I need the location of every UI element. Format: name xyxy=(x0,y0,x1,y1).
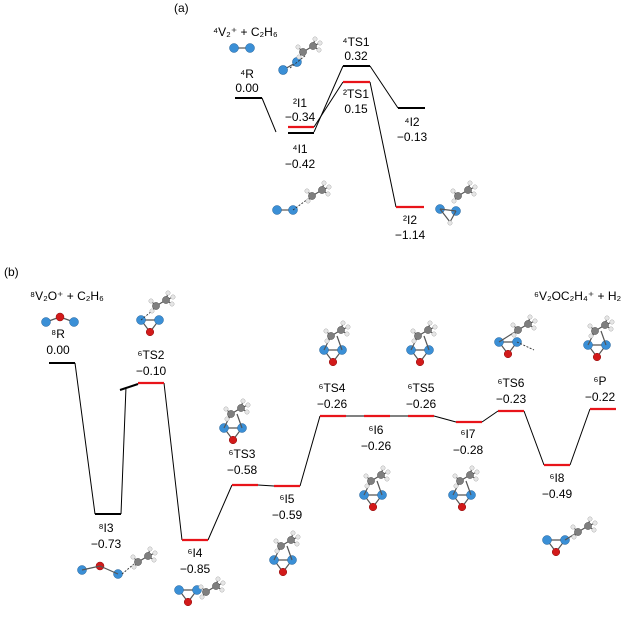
label-2I2-energy: −1.14 xyxy=(395,228,426,242)
molecule-6p xyxy=(584,316,615,361)
molecule-v2-reactant xyxy=(228,42,256,54)
molecule-6i8 xyxy=(541,516,598,557)
label-6P-energy: −0.22 xyxy=(585,390,616,404)
molecule-6ts3 xyxy=(220,399,251,444)
label-6I7-name: ⁶I7 xyxy=(461,427,476,441)
molecule-6i5 xyxy=(270,531,301,576)
label-6TS5-energy: −0.26 xyxy=(406,397,437,411)
label-6I5-energy: −0.59 xyxy=(272,508,303,522)
molecule-2i2 xyxy=(435,180,478,226)
label-4I2-name: ⁴I2 xyxy=(404,115,419,129)
molecule-v2o-reactant xyxy=(40,312,80,328)
panel-a: (a) ⁴V₂⁺ + C₂H₆ xyxy=(174,1,478,242)
panel-a-quartet-path xyxy=(261,65,399,133)
molecule-6ts2 xyxy=(135,290,176,337)
molecule-6ts5 xyxy=(407,321,438,366)
panel-a-label: (a) xyxy=(174,1,189,15)
molecule-6i7 xyxy=(449,466,480,511)
panel-a-reaction-label: ⁴V₂⁺ + C₂H₆ xyxy=(213,25,278,39)
label-8R-name: ⁸R xyxy=(51,327,65,341)
label-2I2-name: ²I2 xyxy=(403,213,417,227)
label-2I1-energy: −0.34 xyxy=(285,110,316,124)
label-6I4-name: ⁶I4 xyxy=(188,546,203,560)
panel-b-reactant-label: ⁸V₂O⁺ + C₂H₆ xyxy=(30,289,104,303)
label-6TS3-energy: −0.58 xyxy=(227,463,258,477)
label-4I2-energy: −0.13 xyxy=(397,130,428,144)
molecule-4ts1 xyxy=(276,36,323,77)
molecule-6i6 xyxy=(360,466,391,511)
molecule-4i1 xyxy=(271,180,332,216)
panel-a-doublet-path xyxy=(313,81,397,208)
label-4I1-energy: −0.42 xyxy=(285,157,316,171)
label-4R-name: ⁴R xyxy=(240,67,254,81)
label-6TS4-energy: −0.26 xyxy=(317,397,348,411)
molecule-8i3 xyxy=(77,546,158,579)
panel-b: (b) ⁸V₂O⁺ + C₂H₆ ⁶V₂OC₂H₄⁺ + H₂ xyxy=(4,265,622,607)
panel-b-product-label: ⁶V₂OC₂H₄⁺ + H₂ xyxy=(534,289,622,303)
label-6TS5-name: ⁶TS5 xyxy=(408,381,435,395)
panel-b-reaction-path xyxy=(74,362,591,541)
molecule-6ts6 xyxy=(493,314,538,359)
label-8I3-energy: −0.73 xyxy=(91,537,122,551)
molecule-6ts4 xyxy=(320,321,351,366)
label-2I1-name: ²I1 xyxy=(293,96,307,110)
label-6TS2-name: ⁶TS2 xyxy=(138,348,165,362)
label-4TS1-name: ⁴TS1 xyxy=(342,35,369,49)
label-6I5-name: ⁶I5 xyxy=(280,492,295,506)
label-6TS3-name: ⁶TS3 xyxy=(229,447,256,461)
label-6TS4-name: ⁶TS4 xyxy=(319,381,346,395)
panel-b-label: (b) xyxy=(4,265,19,279)
label-6TS2-energy: −0.10 xyxy=(136,364,167,378)
label-6I4-energy: −0.85 xyxy=(180,562,211,576)
label-6I8-energy: −0.49 xyxy=(542,487,573,501)
label-4I1-name: ⁴I1 xyxy=(292,142,307,156)
label-4TS1-energy: 0.32 xyxy=(344,49,368,63)
label-6I6-energy: −0.26 xyxy=(361,439,392,453)
label-2TS1-name: ²TS1 xyxy=(343,87,369,101)
label-6TS6-energy: −0.23 xyxy=(496,392,527,406)
label-8I3-name: ⁸I3 xyxy=(98,521,113,535)
level-6TS2-crossing xyxy=(119,383,139,391)
label-8R-energy: 0.00 xyxy=(46,343,70,357)
label-6TS6-name: ⁶TS6 xyxy=(498,376,525,390)
label-2TS1-energy: 0.15 xyxy=(344,102,368,116)
label-6I8-name: ⁶I8 xyxy=(550,471,565,485)
label-6I6-name: ⁶I6 xyxy=(369,423,384,437)
label-6P-name: ⁶P xyxy=(594,374,607,388)
label-4R-energy: 0.00 xyxy=(235,81,259,95)
molecule-6i4 xyxy=(173,576,226,607)
label-6I7-energy: −0.28 xyxy=(453,443,484,457)
